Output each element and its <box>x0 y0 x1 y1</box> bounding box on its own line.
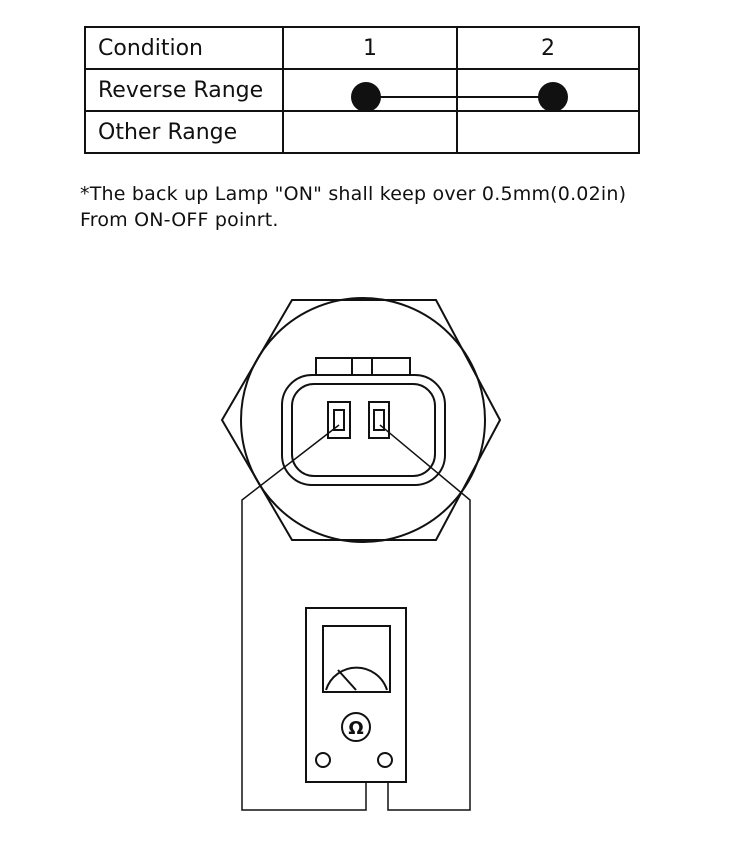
ohmmeter-display <box>322 625 391 693</box>
continuity-dot-2 <box>538 82 568 112</box>
header-condition: Condition <box>84 26 284 70</box>
ohmmeter-jack-right <box>377 752 393 768</box>
ohmmeter <box>305 607 407 783</box>
other-terminal-2-cell <box>456 110 640 154</box>
header-terminal-1: 1 <box>282 26 458 70</box>
probe-lead-left <box>241 424 367 811</box>
row-label-reverse-range: Reverse Range <box>84 68 284 112</box>
other-terminal-1-cell <box>282 110 458 154</box>
ohm-symbol: Ω <box>348 718 363 739</box>
note-line-1: *The back up Lamp "ON" shall keep over 0… <box>80 183 627 205</box>
switch-outer-ring <box>240 297 486 543</box>
probe-lead-right <box>379 424 471 811</box>
terminal-1 <box>327 401 351 439</box>
backup-lamp-switch <box>220 297 502 543</box>
connector-lock-tab <box>315 357 411 375</box>
switch-hex-body <box>220 299 502 541</box>
meter-needle <box>337 669 357 691</box>
table-row-reverse: Reverse Range <box>84 68 640 112</box>
terminal-2 <box>368 401 390 439</box>
terminal-1-inner <box>333 409 345 431</box>
table-header-row: Condition 1 2 <box>84 26 640 70</box>
continuity-dot-1 <box>351 82 381 112</box>
connector-outer <box>281 374 446 486</box>
ohmmeter-body <box>305 607 407 783</box>
continuity-table: Condition 1 2 Reverse Range Other Range <box>84 26 640 154</box>
connector-inner <box>291 383 436 477</box>
header-terminal-2: 2 <box>456 26 640 70</box>
table-row-other: Other Range <box>84 110 640 154</box>
row-label-other-range: Other Range <box>84 110 284 154</box>
probe-leads <box>241 424 471 811</box>
terminal-2-inner <box>373 409 385 431</box>
ohm-button <box>341 712 371 742</box>
continuity-marks <box>351 82 568 112</box>
ohmmeter-jack-left <box>315 752 331 768</box>
note-line-2: From ON-OFF poinrt. <box>80 209 279 231</box>
meter-scale-arc <box>325 666 388 691</box>
